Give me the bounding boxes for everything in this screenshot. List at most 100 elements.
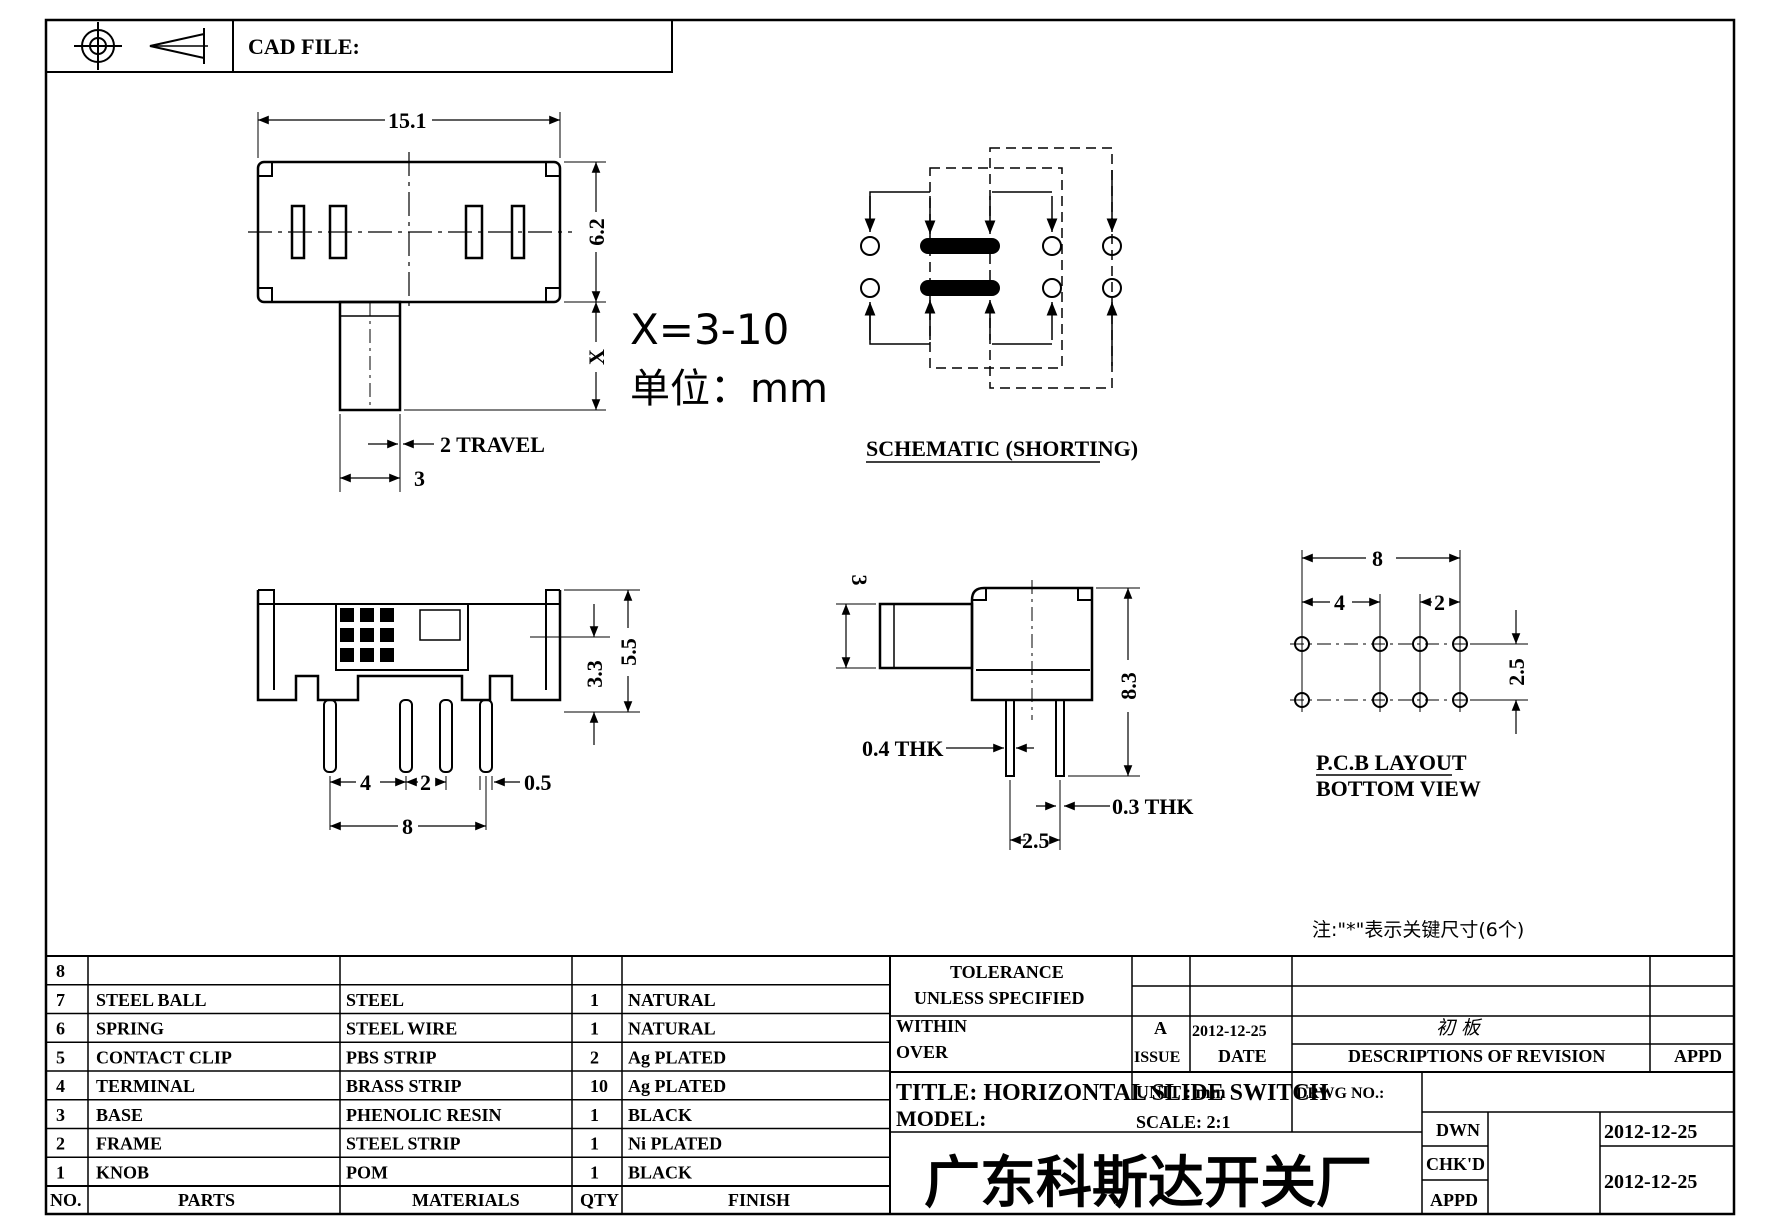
pcb-dim-pitch-4: 4 (1334, 590, 1345, 615)
bom-cell-no: 7 (56, 990, 65, 1010)
bom-header-parts: PARTS (178, 1190, 235, 1210)
bom-cell-qty: 1 (590, 990, 599, 1010)
key-dimension-note: 注:"*"表示关键尺寸(6个) (1312, 919, 1524, 941)
bom-cell-material: POM (346, 1162, 388, 1182)
front-view: 5.5 3.3 4 2 0.5 8 (256, 589, 641, 839)
unit-note: 单位：mm (630, 366, 828, 412)
schematic-view: SCHEMATIC (SHORTING) (860, 147, 1138, 463)
dim-height-6-2: 6.2 (584, 218, 609, 246)
pcb-caption-2: BOTTOM VIEW (1316, 776, 1481, 801)
dim-pin-width: 0.5 (524, 770, 552, 795)
revision-note: 初 板 (1436, 1017, 1483, 1039)
steel-ball-cluster (340, 608, 394, 662)
third-angle-projection-icon (149, 28, 208, 64)
dim-pitch-2: 2 (420, 770, 431, 795)
dwn-label: DWN (1436, 1120, 1480, 1140)
bom-cell-part: SPRING (96, 1019, 164, 1039)
title-block: TOLERANCE UNLESS SPECIFIED WITHIN OVER A… (890, 956, 1734, 1216)
bom-cell-part: STEEL BALL (96, 990, 207, 1010)
dim-height-5-5: 5.5 (616, 638, 641, 666)
appd-row-label: APPD (1430, 1190, 1478, 1210)
bom-cell-qty: 10 (590, 1076, 608, 1096)
dim-knob-height-3: 3 (847, 575, 872, 586)
side-view: 3 8.3 0.4 THK 0.3 THK 2.5 (836, 575, 1194, 853)
bom-cell-qty: 1 (590, 1019, 599, 1039)
top-view: 15.1 6.2 X 2 TRAVEL 3 X=3-10 单位：mm (248, 108, 828, 492)
bom-cell-material: STEEL STRIP (346, 1134, 461, 1154)
bom-cell-finish: NATURAL (628, 1019, 716, 1039)
bom-header-finish: FINISH (728, 1190, 790, 1210)
bom-cell-qty: 1 (590, 1105, 599, 1125)
issue-value: A (1154, 1018, 1167, 1038)
bom-cell-material: STEEL (346, 990, 404, 1010)
pcb-dim-pitch-2: 2 (1434, 590, 1445, 615)
dim-knob-length-x: X (584, 349, 609, 365)
bom-cell-qty: 1 (590, 1162, 599, 1182)
date-label: DATE (1218, 1046, 1267, 1066)
bom-cell-material: PBS STRIP (346, 1047, 437, 1067)
within-label: WITHIN (896, 1016, 967, 1036)
model-label: MODEL: (896, 1106, 986, 1131)
pcb-caption-1: P.C.B LAYOUT (1316, 750, 1467, 775)
bom-cell-finish: BLACK (628, 1162, 692, 1182)
dim-width-15-1: 15.1 (388, 108, 427, 133)
bom-header-no: NO. (50, 1190, 82, 1210)
bom-cell-finish: Ni PLATED (628, 1134, 722, 1154)
dwn-date: 2012-12-25 (1604, 1121, 1697, 1143)
unit-label: UNIT : mm (1136, 1082, 1226, 1102)
bom-cell-finish: Ag PLATED (628, 1076, 726, 1096)
bom-cell-material: STEEL WIRE (346, 1019, 457, 1039)
bom-cell-finish: NATURAL (628, 990, 716, 1010)
issue-date: 2012-12-25 (1192, 1023, 1267, 1040)
pcb-pad-grid (1294, 636, 1468, 708)
pcb-layout-view: 8 4 2 2.5 P.C.B LAYOUT BOTTOM VIEW (1290, 546, 1529, 801)
bom-cell-part: CONTACT CLIP (96, 1047, 232, 1067)
knob-side (878, 602, 974, 670)
bom-cell-no: 8 (56, 961, 65, 981)
dim-pitch-4: 4 (360, 770, 371, 795)
dim-inner-height-3-3: 3.3 (582, 660, 607, 688)
dim-thickness-0-3: 0.3 THK (1112, 794, 1194, 819)
dim-thickness-0-4: 0.4 THK (862, 736, 944, 761)
descriptions-label: DESCRIPTIONS OF REVISION (1348, 1046, 1605, 1066)
pcb-dim-span-8: 8 (1372, 546, 1383, 571)
x-range-note: X=3-10 (630, 305, 789, 354)
chk-date: 2012-12-25 (1604, 1171, 1697, 1193)
header-box: CAD FILE: (45, 19, 673, 73)
bom-cell-qty: 2 (590, 1047, 599, 1067)
bom-cell-no: 1 (56, 1162, 65, 1182)
bom-cell-material: BRASS STRIP (346, 1076, 462, 1096)
crosshair-target-icon (74, 22, 122, 70)
bom-cell-part: KNOB (96, 1162, 149, 1182)
bom-cell-finish: Ag PLATED (628, 1047, 726, 1067)
over-label: OVER (896, 1042, 949, 1062)
bom-cell-no: 5 (56, 1047, 65, 1067)
dim-pin-spacing-2-5: 2.5 (1022, 828, 1050, 853)
company-name: 广东科斯达开关厂 (924, 1151, 1372, 1216)
bom-cell-no: 6 (56, 1019, 65, 1039)
bom-header-materials: MATERIALS (412, 1190, 520, 1210)
tolerance-line2: UNLESS SPECIFIED (914, 988, 1085, 1008)
bom-cell-part: BASE (96, 1105, 143, 1125)
bom-cell-material: PHENOLIC RESIN (346, 1105, 502, 1125)
appd-label: APPD (1674, 1046, 1722, 1066)
scale-label: SCALE: 2:1 (1136, 1112, 1231, 1132)
dim-knob-width-3: 3 (414, 466, 425, 491)
dim-travel: 2 TRAVEL (440, 432, 545, 457)
cad-file-label: CAD FILE: (248, 34, 360, 59)
dim-span-8: 8 (402, 814, 413, 839)
bom-cell-no: 2 (56, 1134, 65, 1154)
pcb-dim-row-spacing: 2.5 (1504, 658, 1529, 686)
bom-cell-no: 3 (56, 1105, 65, 1125)
tolerance-line1: TOLERANCE (950, 962, 1064, 982)
bom-cell-qty: 1 (590, 1134, 599, 1154)
chkd-label: CHK'D (1426, 1154, 1485, 1174)
bom-cell-part: TERMINAL (96, 1076, 195, 1096)
bom-cell-no: 4 (56, 1076, 65, 1096)
drawing-title: TITLE: HORIZONTAL SLIDE SWITCH (896, 1080, 1329, 1106)
bom-cell-part: FRAME (96, 1134, 162, 1154)
bom-header-qty: QTY (580, 1190, 619, 1210)
